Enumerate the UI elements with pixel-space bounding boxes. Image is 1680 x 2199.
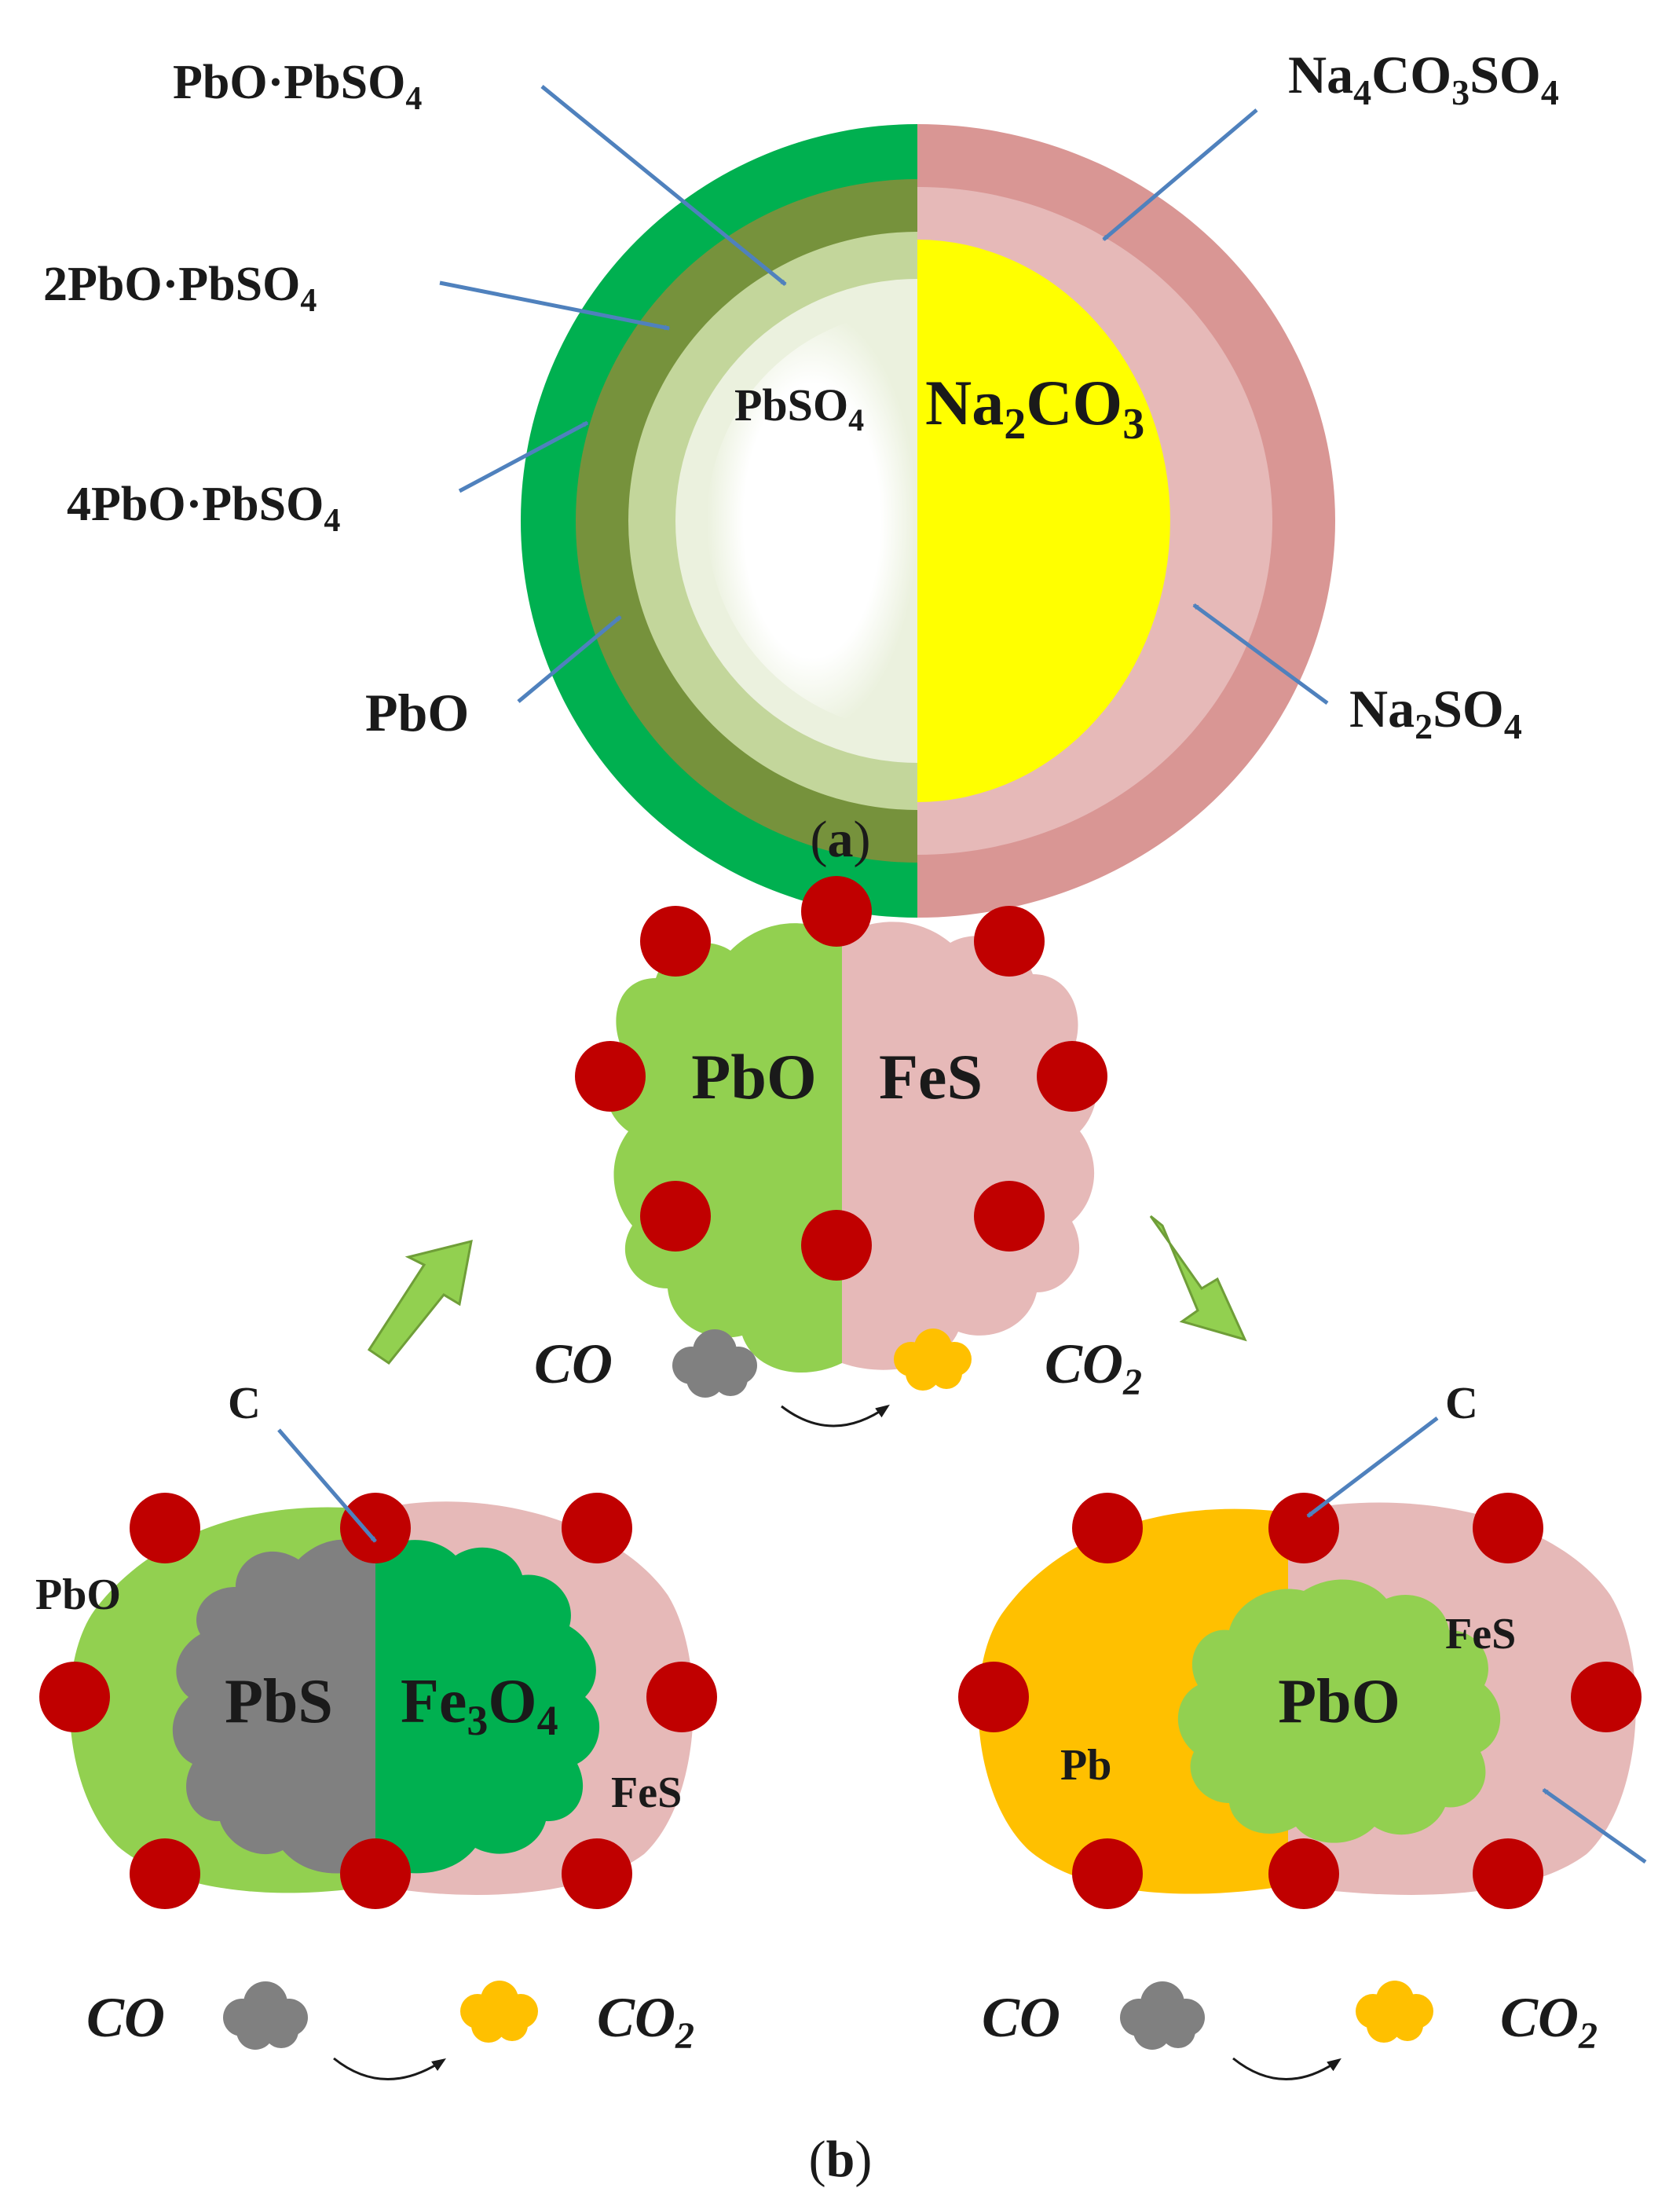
caption-a: (a) [811,811,871,868]
left-particle: PbS Fe3O4 PbO FeS [35,1493,717,1909]
right-label-pbo: PbO [1278,1667,1400,1736]
left-fe3o4-core [375,1540,600,1874]
right-label-c: C [1445,1377,1478,1428]
left-dot-2 [340,1493,411,1563]
right-fes-arrow [1542,1787,1647,1864]
panel-a-arrows [439,85,1329,706]
left-label-pbo: PbO [35,1570,121,1619]
left-c-arrow [277,1428,377,1543]
right-label-pb: Pb [1060,1741,1111,1790]
top-particle: PbO FeS [575,876,1107,1373]
arrow-na4co3so4 [1102,108,1258,241]
right-dot-7 [1268,1838,1339,1909]
label-pbo: PbO [365,683,469,742]
left-dot-1 [130,1493,200,1563]
pbso4-core [707,310,917,731]
top-co-cloud [672,1329,757,1398]
left-reaction-arrow [333,2057,446,2080]
arrow-na2so4 [1192,603,1329,706]
top-gas-exchange: CO CO2 [534,1329,1142,1428]
right-dot-6 [1072,1838,1143,1909]
left-label-co2: CO2 [597,1986,694,2057]
right-dot-1 [1072,1493,1143,1563]
left-label-c: C [228,1377,261,1428]
right-particle: PbO FeS Pb [958,1493,1642,1909]
top-label-fes: FeS [879,1041,983,1112]
arrow-4pbo-pbso4 [458,420,589,493]
right-dot-5 [1571,1662,1642,1732]
top-label-co: CO [534,1332,613,1395]
top-pbo-half [604,923,842,1373]
left-label-pbs: PbS [225,1667,333,1736]
label-na2co3-core: Na2CO3 [925,367,1144,449]
right-co2-cloud [1356,1981,1433,2043]
caption-b: (b) [809,2131,873,2188]
left-label-fes: FeS [611,1768,682,1817]
arrow-2pbo-pbso4 [439,280,671,331]
left-label-fe3o4: Fe3O4 [401,1667,558,1744]
left-dot-7 [340,1838,411,1909]
left-dot-3 [562,1493,632,1563]
right-co-cloud [1120,1981,1205,2050]
top-dot-3 [974,906,1045,977]
left-co2-cloud [460,1981,538,2043]
right-dot-3 [1473,1493,1543,1563]
right-label-co2: CO2 [1500,1986,1598,2057]
top-dot-6 [640,1181,711,1252]
process-arrows [367,1215,1247,1365]
top-dot-2 [640,906,711,977]
left-gas-exchange: CO CO2 [86,1981,694,2080]
left-dot-8 [562,1838,632,1909]
top-label-pbo: PbO [691,1041,816,1112]
right-reaction-arrow [1232,2057,1341,2080]
right-pbo-core [1177,1579,1501,1843]
right-c-arrow [1306,1417,1439,1518]
label-4pbo-pbso4: 4PbO·PbSO4 [67,478,340,539]
right-label-fes: FeS [1445,1610,1516,1658]
label-pbo-pbso4: PbO·PbSO4 [173,56,422,117]
label-pbso4-core: PbSO4 [734,379,864,438]
panel-a-labels: PbO·PbSO4 2PbO·PbSO4 4PbO·PbSO4 PbO PbSO… [43,45,1559,746]
na2co3-core [917,240,1170,802]
top-co2-cloud [894,1329,972,1391]
label-na4co3so4: Na4CO3SO4 [1288,45,1559,112]
label-2pbo-pbso4: 2PbO·PbSO4 [43,258,317,319]
top-reaction-arrow [781,1404,890,1428]
left-dot-5 [646,1662,717,1732]
left-dot-6 [130,1838,200,1909]
top-fes-half [842,922,1097,1370]
left-dot-4 [39,1662,110,1732]
right-dot-4 [958,1662,1029,1732]
top-dot-8 [801,1210,872,1281]
arrow-pbo-pbso4 [540,85,787,286]
label-na2so4: Na2SO4 [1349,679,1522,746]
arrow-left-to-top [367,1239,473,1365]
top-dot-1 [801,876,872,947]
right-gas-exchange: CO CO2 [982,1981,1598,2080]
top-dot-7 [974,1181,1045,1252]
top-dot-4 [575,1041,646,1112]
right-label-co: CO [982,1986,1060,2049]
left-label-co: CO [86,1986,165,2049]
right-dot-2 [1268,1493,1339,1563]
top-label-co2: CO2 [1045,1332,1142,1403]
arrow-pbo [517,615,622,703]
right-dot-8 [1473,1838,1543,1909]
left-pbs-core [172,1539,375,1874]
left-co-cloud [223,1981,308,2050]
top-dot-5 [1037,1041,1107,1112]
arrow-top-to-right [1149,1215,1247,1342]
panel-a-particle [521,124,1335,918]
